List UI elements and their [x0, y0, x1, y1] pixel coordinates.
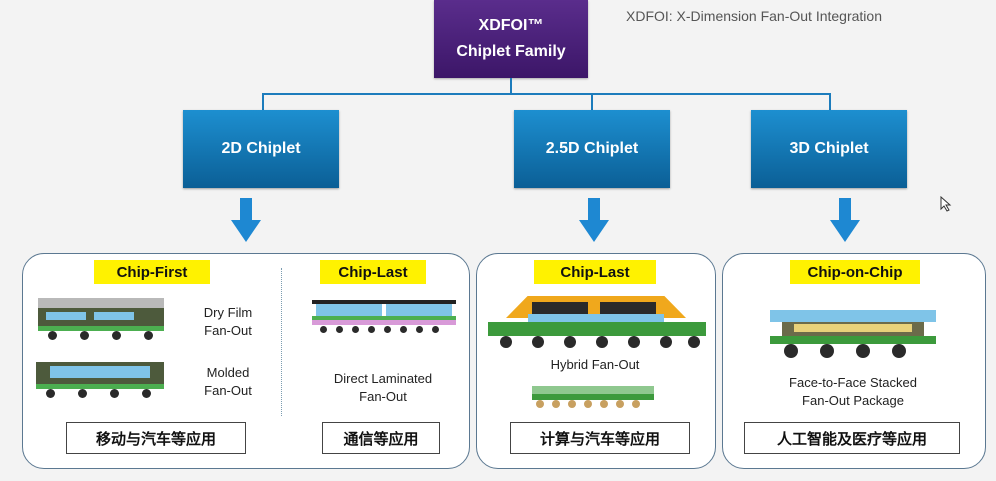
diagram-caption: XDFOI: X-Dimension Fan-Out Integration	[626, 8, 882, 24]
connector-horizontal	[262, 93, 830, 95]
dry-film-fanout-package-icon	[38, 298, 166, 346]
mouse-cursor-icon	[940, 196, 952, 212]
tier-25d-chiplet: 2.5D Chiplet	[514, 110, 670, 188]
down-arrow-icon	[579, 198, 609, 242]
direct-laminated-fanout-package-icon	[312, 300, 458, 340]
root-title-line1: XDFOI™	[478, 17, 544, 34]
root-node-chiplet-family: XDFOI™ Chiplet Family	[434, 0, 588, 78]
label-face-to-face-stacked: Face-to-Face Stacked Fan-Out Package	[789, 375, 917, 408]
app-computing-automotive: 计算与汽车等应用	[510, 422, 690, 454]
tier-2d-chiplet: 2D Chiplet	[183, 110, 339, 188]
label-hybrid-fanout: Hybrid Fan-Out	[550, 357, 640, 372]
group-2d-divider	[281, 268, 282, 416]
tag-chip-on-chip: Chip-on-Chip	[790, 260, 920, 284]
connector-2d-vertical	[262, 93, 264, 111]
app-communication: 通信等应用	[322, 422, 440, 454]
connector-25d-vertical	[591, 93, 593, 111]
label-direct-laminated-fanout: Direct Laminated Fan-Out	[333, 371, 433, 404]
tag-chip-first: Chip-First	[94, 260, 210, 284]
label-dry-film-fanout: Dry Film Fan-Out	[203, 305, 253, 338]
app-ai-medical: 人工智能及医疗等应用	[744, 422, 960, 454]
connector-root-vertical	[510, 78, 512, 94]
molded-fanout-package-icon	[36, 362, 166, 404]
hybrid-substrate-package-icon	[532, 386, 656, 412]
down-arrow-icon	[830, 198, 860, 242]
down-arrow-icon	[231, 198, 261, 242]
tag-chip-last-2d: Chip-Last	[320, 260, 426, 284]
root-title-line2: Chiplet Family	[456, 43, 566, 60]
face-to-face-stacked-package-icon	[770, 310, 938, 364]
label-molded-fanout: Molded Fan-Out	[204, 365, 252, 398]
hybrid-fanout-package-icon	[488, 296, 706, 352]
tier-3d-chiplet: 3D Chiplet	[751, 110, 907, 188]
tag-chip-last-25d: Chip-Last	[534, 260, 656, 284]
connector-3d-vertical	[829, 93, 831, 111]
app-mobile-automotive: 移动与汽车等应用	[66, 422, 246, 454]
